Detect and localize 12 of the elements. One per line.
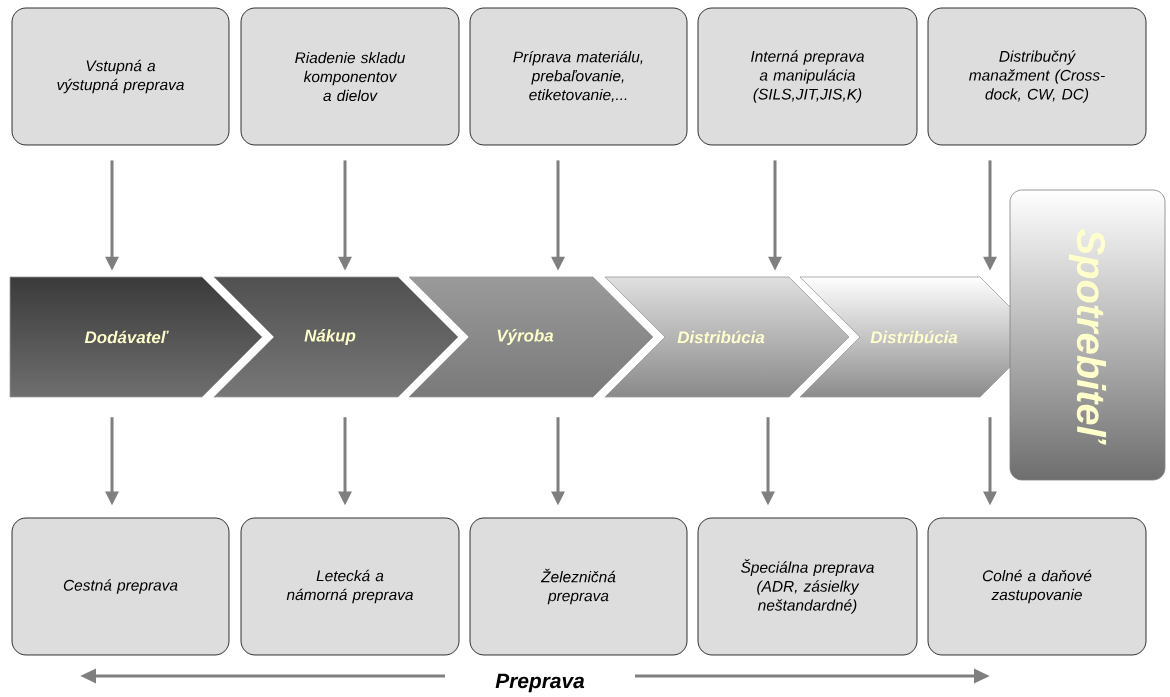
- process-box: Železničná preprava: [469, 517, 688, 656]
- process-box: Letecká a námorná preprava: [240, 517, 460, 656]
- process-box: Príprava materiálu, prebaľovanie, etiketovanie,...: [469, 7, 688, 146]
- process-box: Špeciálna preprava (ADR, zásielky neštandardné): [697, 517, 918, 656]
- process-box: Riadenie skladu komponentov a dielov: [240, 7, 460, 146]
- process-box: Cestná preprava: [11, 517, 230, 656]
- process-box: Colné a daňové zastupovanie: [927, 517, 1147, 656]
- process-box: Interná preprava a manipulácia (SILS,JIT,JIS,K): [697, 7, 918, 146]
- process-box: Distribučný manažment (Cross-dock, CW, DC): [927, 7, 1147, 146]
- process-stage: Dodávateľ: [9, 276, 263, 398]
- section-label: Preprava: [495, 673, 585, 693]
- process-box: Vstupná a výstupná preprava: [11, 7, 230, 146]
